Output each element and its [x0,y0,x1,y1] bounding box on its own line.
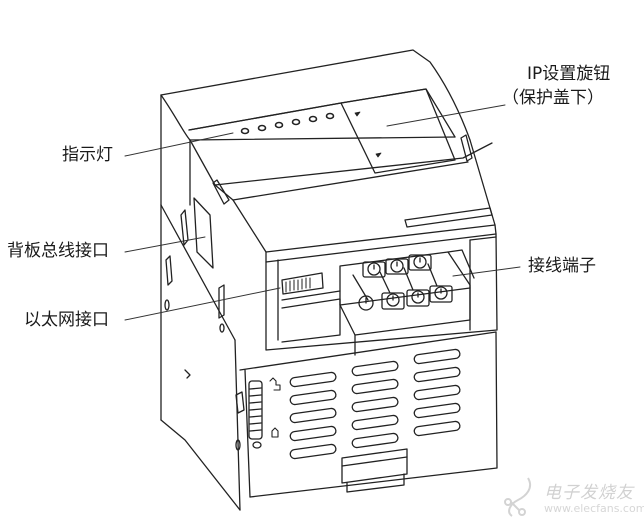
vent-slots [289,348,461,460]
leader-backplane [124,236,206,253]
front-lid [189,134,497,263]
callout-backplane-bus-label: 背板总线接口 [7,241,109,261]
ip-rotary-cover [340,88,456,174]
watermark-url: www.elecfans.com [544,502,644,515]
terminal-screws-top [362,254,432,278]
watermark: 电子发烧友 www.elecfans.com [500,474,644,524]
leader-ip-rotary [386,104,506,127]
callout-indicator-label: 指示灯 [62,145,113,165]
callout-terminal-label: 接线端子 [528,256,596,276]
leader-lines [124,104,521,321]
indicator-led-panel [188,102,342,135]
callout-ethernet-label: 以太网接口 [24,310,109,330]
backplane-bus-connector [165,197,214,286]
callout-ip-rotary-label: IP设置旋钮 [527,64,611,84]
middle-front [265,233,498,356]
watermark-logo-icon [504,477,532,517]
side-strip-connector [248,377,281,449]
leader-terminal [452,266,521,277]
terminal-screws-bottom [358,285,453,311]
lower-front [239,331,498,498]
leader-ethernet [124,287,281,321]
left-side-face [160,139,245,511]
ethernet-port [281,272,341,343]
ethernet-side-opening [164,284,225,333]
bottom-latch-tab [341,448,408,493]
top-cover [160,49,471,206]
watermark-brand: 电子发烧友 [544,483,634,503]
indicator-leds [240,112,335,135]
callout-ip-rotary-sublabel: （保护盖下） [502,88,604,108]
terminal-block [339,249,475,356]
leader-indicator [124,132,234,157]
